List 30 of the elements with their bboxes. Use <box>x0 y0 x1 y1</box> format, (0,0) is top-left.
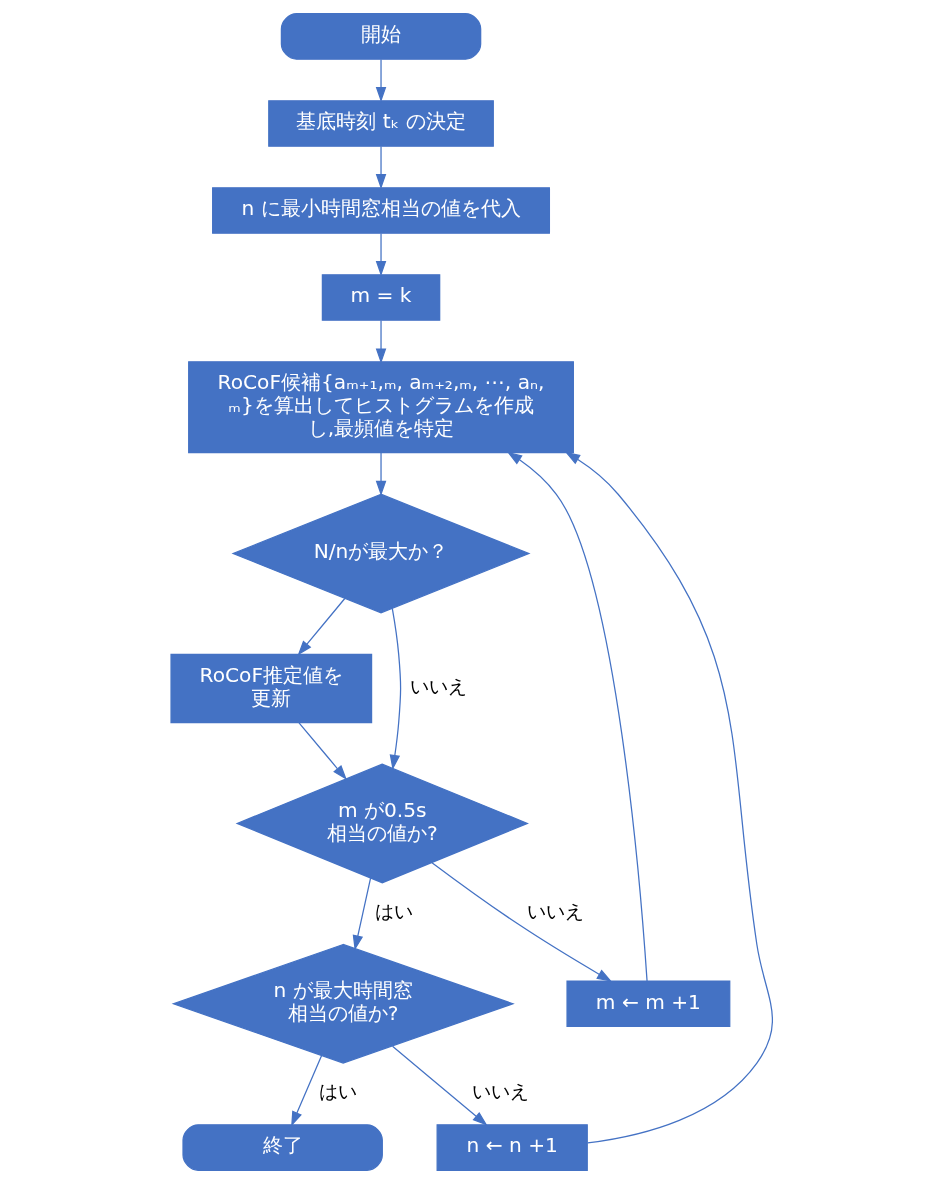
arrow <box>389 607 402 770</box>
edge-label: はい <box>319 1080 358 1103</box>
node-diamond: N/nが最大か？ <box>231 493 531 614</box>
edge-label: はい <box>374 900 413 923</box>
node-box: m = k <box>321 274 441 321</box>
arrow <box>375 145 387 190</box>
arrow <box>291 1055 323 1127</box>
edge-label: いいえ <box>410 674 468 697</box>
arrow <box>431 862 612 982</box>
node-box: 基底時刻 tₖ の決定 <box>268 100 494 147</box>
node-box: RoCoF推定値を更新 <box>170 653 373 724</box>
node-diamond: n が最大時間窓相当の値か? <box>171 943 515 1064</box>
arrow <box>352 877 372 951</box>
arrow <box>298 722 347 780</box>
arrow <box>375 58 387 103</box>
arrow <box>375 232 387 277</box>
arrow <box>375 452 387 496</box>
node-box: 終了 <box>182 1124 383 1171</box>
arrow <box>297 597 346 656</box>
node-box: n に最小時間窓相当の値を代入 <box>212 187 551 234</box>
edge-label: いいえ <box>471 1080 529 1103</box>
arrow <box>507 451 648 982</box>
arrow <box>391 1045 488 1126</box>
edge-label: いいえ <box>527 900 585 923</box>
node-box: m ← m +1 <box>566 980 731 1028</box>
arrow <box>565 451 773 1144</box>
arrow <box>375 319 387 364</box>
node-box: 開始 <box>280 13 482 60</box>
node-box: RoCoF候補{aₘ₊₁,ₘ, aₘ₊₂,ₘ, ⋯, aₙ,ₘ}を算出してヒストグラムを作成し,最頻値を特定 <box>188 361 574 454</box>
node-box: n ← n +1 <box>436 1124 588 1171</box>
